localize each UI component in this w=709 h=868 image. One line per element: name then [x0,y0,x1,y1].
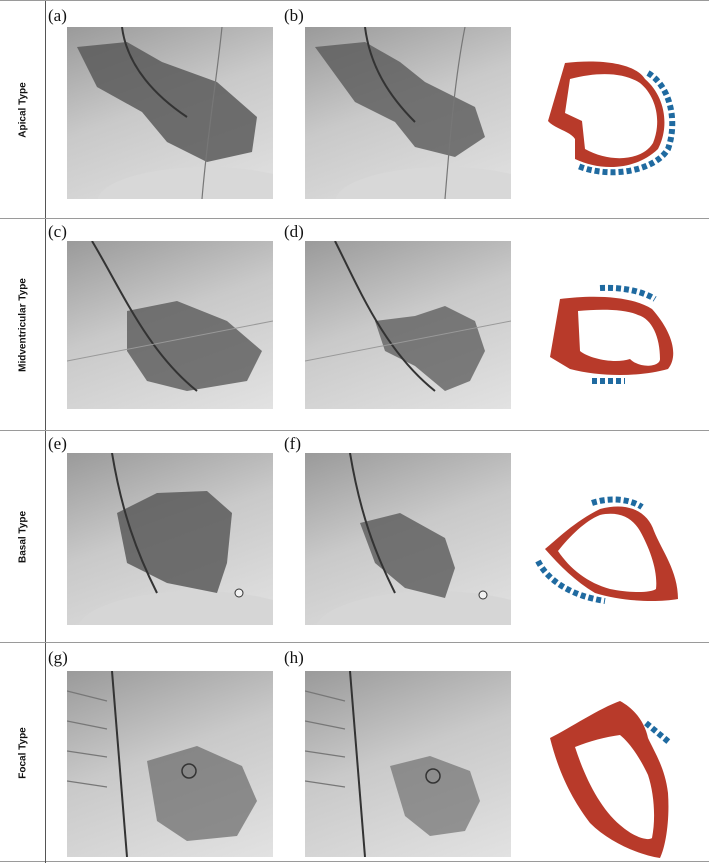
angiogram-image-h [305,671,511,857]
angiogram-art [315,27,511,199]
angiogram-image-e [67,453,273,625]
row-label-cell: Basal Type [0,431,46,642]
row-label-basal: Basal Type [17,510,29,563]
angiogram-art [67,241,273,392]
angiogram-art [78,453,273,625]
angiogram-image-c [67,241,273,409]
angiogram-art [67,671,257,857]
myocardium-shape [548,61,665,168]
akinetic-segment-dash [591,496,644,510]
panel-letter-a: (a) [48,6,67,25]
angiogram-art [305,241,511,392]
angiogram-image-a [67,27,273,199]
row-label-cell: Apical Type [0,1,46,218]
angiogram-art [316,453,511,625]
angiogram-image-d [305,241,511,409]
row-label-focal: Focal Type [17,727,29,779]
row-focal: Focal Type (g) (h) [0,643,709,863]
panel-letter-h: (h) [284,648,304,667]
akinetic-segment-dash [576,70,676,176]
akinetic-segment-dash [599,284,657,302]
wall-motion-diagram-basal [535,496,678,604]
wall-motion-diagram-midventricular [550,284,674,384]
myocardium-shape [545,506,678,601]
akinetic-segment-dash [644,720,672,746]
panel-letter-b: (b) [284,6,304,25]
angiogram-image-g [67,671,273,857]
row-basal: Basal Type (e) (f) [0,431,709,643]
myocardium-shape [550,296,674,375]
panel-letter-e: (e) [48,434,67,453]
wall-motion-diagram-apical [548,61,676,176]
row-midventricular: Midventricular Type (c) (d) [0,219,709,431]
akinetic-segment-dash [535,559,606,604]
row-label-midventricular: Midventricular Type [17,277,29,372]
myocardium-shape [550,701,669,858]
angiogram-image-b [305,27,511,199]
panel-letter-d: (d) [284,222,304,241]
row-apical: Apical Type (a) (b) [0,1,709,219]
panel-letter-f: (f) [284,434,301,453]
wall-motion-diagram-focal [550,701,672,858]
row-label-apical: Apical Type [17,81,29,138]
row-label-cell: Midventricular Type [0,219,46,430]
angiogram-art [77,27,273,199]
angiogram-art [305,671,480,857]
panel-letter-g: (g) [48,648,68,667]
row-label-cell: Focal Type [0,643,46,863]
angiogram-image-f [305,453,511,625]
panel-letter-c: (c) [48,222,67,241]
